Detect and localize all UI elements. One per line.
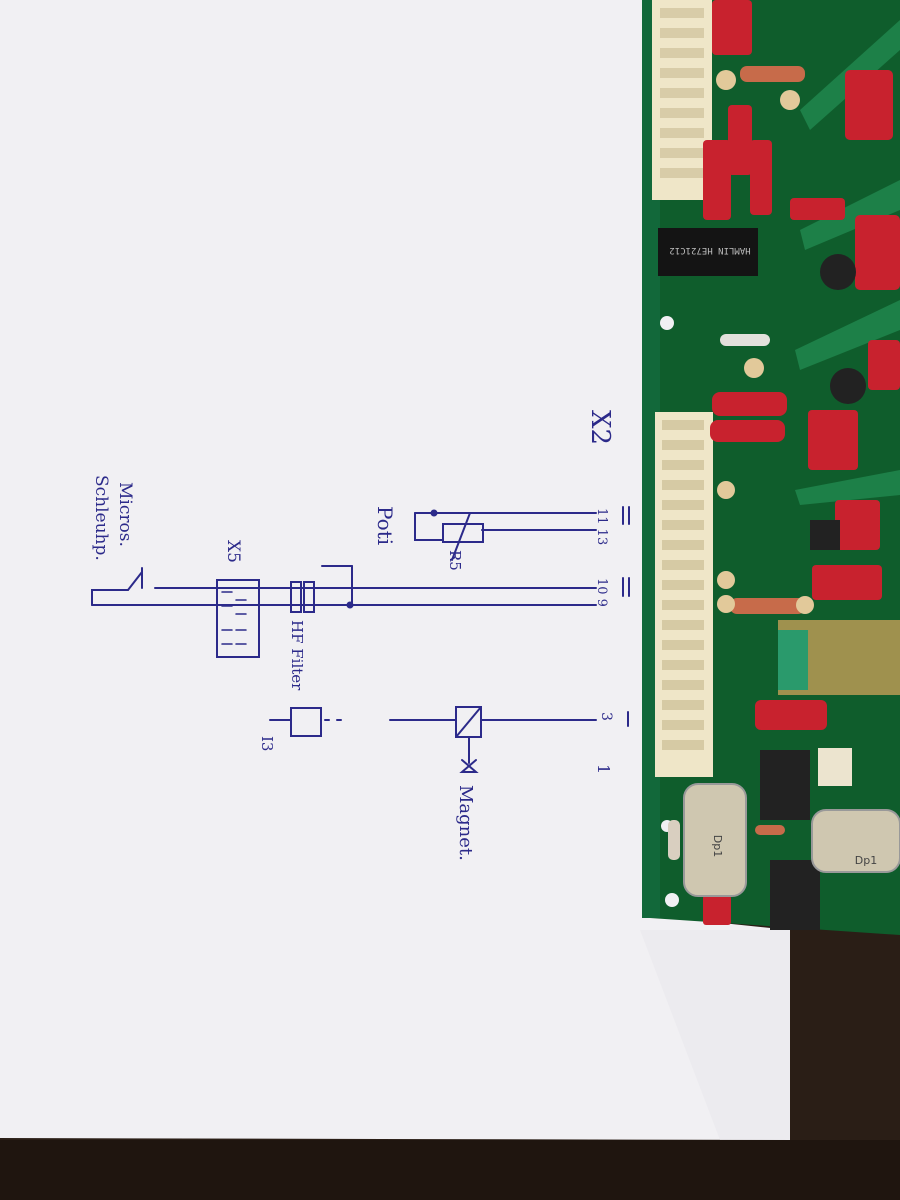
label-pin-3: 3 [598,712,614,721]
pcb-board: HAMLIN HE721C12 Dp1 Dp1 [642,0,900,935]
hf-filter-symbol [290,581,302,613]
resistors [668,66,805,860]
svg-text:HAMLIN HE721C12: HAMLIN HE721C12 [669,245,750,255]
paper-sheet [0,0,790,1140]
label-micro-2: Schleuhp. [91,475,111,561]
red-capacitors [703,0,900,925]
svg-text:Dp1: Dp1 [711,835,724,857]
r5-resistor-symbol [442,523,484,543]
label-x5: X5 [223,540,243,563]
i3-fuse-symbol [290,707,322,737]
schematic [91,506,630,773]
micro-switch-symbol [127,571,143,591]
label-pins-mid: 10 9 [594,578,609,607]
label-magnet: Magnet. [455,785,476,861]
label-hf-filter: HF Filter [288,620,306,691]
connector-x2 [655,412,713,777]
label-pin-1: 1 [594,764,613,774]
label-micro-1: Micros. [115,482,135,547]
connector-top [652,0,712,200]
mount-hole [660,316,674,330]
label-x2: X2 [585,410,615,445]
label-pins-top: 11 13 [594,508,609,545]
label-i3: I3 [258,736,276,751]
ic-relay: HAMLIN HE721C12 [658,228,758,276]
svg-text:Dp1: Dp1 [855,854,877,867]
mount-hole [665,893,679,907]
label-r5: R5 [446,550,464,571]
transistors [760,254,866,930]
x5-terminal-block [216,579,260,658]
label-poti: Poti [373,506,397,545]
film-capacitors: Dp1 Dp1 [683,783,900,897]
